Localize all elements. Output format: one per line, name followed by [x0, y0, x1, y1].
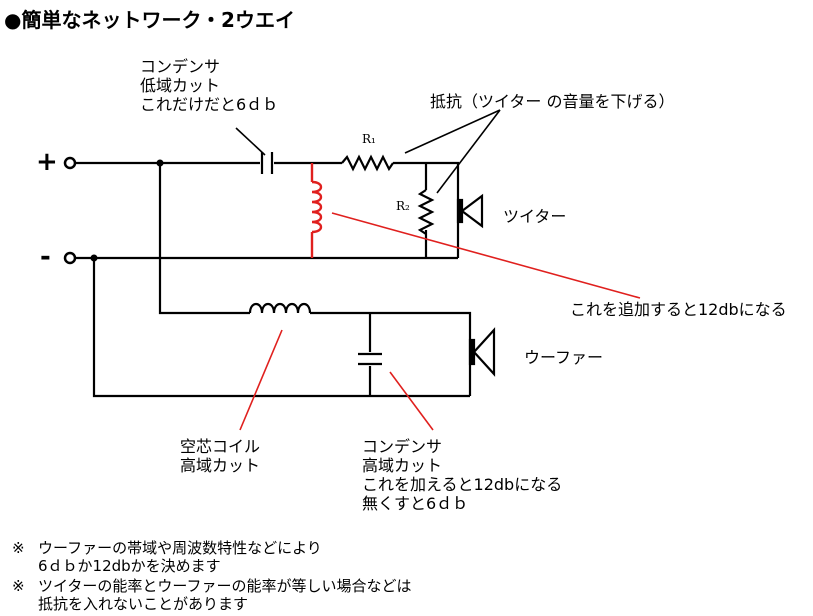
- junction-plus: [156, 159, 164, 167]
- r1-label: R₁: [362, 132, 376, 146]
- coil-bottom-label-2: 高域カット: [180, 456, 261, 475]
- plus-terminal: [63, 156, 77, 170]
- resistor-note: 抵抗（ツイター の音量を下げる）: [430, 92, 675, 111]
- coil-bottom-label-1: 空芯コイル: [180, 437, 261, 456]
- minus-terminal: [63, 251, 77, 265]
- note-2-line-1: ツイターの能率とウーファーの能率が等しい場合などは: [38, 577, 412, 595]
- capacitor-bottom-label-4: 無くすと6ｄｂ: [362, 494, 469, 513]
- leader-coil-l1: [331, 212, 641, 299]
- wire-woofer-feed: [158, 163, 250, 315]
- woofer-label: ウーファー: [524, 348, 604, 367]
- capacitor-bottom-label-1: コンデンサ: [362, 437, 443, 456]
- note-1-mark: ※: [12, 539, 25, 557]
- leader-coil-l2: [239, 329, 283, 431]
- tweeter-label: ツイター: [503, 207, 567, 226]
- capacitor-top-label-2: 低域カット: [140, 76, 221, 95]
- junction-minus: [90, 254, 98, 262]
- coil-red-note: これを追加すると12dbになる: [570, 300, 787, 319]
- r2-label: R₂: [396, 199, 410, 213]
- leader-capacitor-top: [235, 127, 266, 156]
- capacitor-c2: [358, 352, 382, 366]
- leader-r1: [404, 109, 501, 154]
- note-2-mark: ※: [12, 577, 25, 595]
- tweeter-speaker-icon: [456, 193, 484, 229]
- wire-l2-woofer: [310, 311, 472, 396]
- page-title: ●簡単なネットワーク・2ウエイ: [4, 8, 295, 32]
- note-1-line-2: 6ｄｂか12dbかを決めます: [38, 557, 221, 575]
- note-1-line-1: ウーファーの帯域や周波数特性などにより: [38, 539, 322, 557]
- wire-woofer-return: [92, 258, 470, 398]
- capacitor-c1: [260, 152, 274, 174]
- note-2-line-2: 抵抗を入れないことがあります: [38, 595, 249, 613]
- woofer-speaker-icon: [468, 327, 496, 377]
- resistor-r2: [417, 189, 435, 235]
- leader-r2: [436, 109, 501, 194]
- capacitor-top-label-3: これだけだと6ｄｂ: [140, 95, 279, 114]
- resistor-r1: [341, 154, 394, 172]
- capacitor-top-label-1: コンデンサ: [140, 57, 221, 76]
- coil-l2: [248, 302, 312, 314]
- minus-terminal-sign: -: [40, 242, 51, 272]
- plus-terminal-sign: +: [36, 147, 58, 177]
- capacitor-bottom-label-3: これを加えると12dbになる: [362, 475, 563, 494]
- coil-l1: [311, 180, 323, 234]
- wire-r1-tweeter: [393, 161, 460, 258]
- leader-capacitor-c2: [389, 371, 434, 431]
- capacitor-bottom-label-2: 高域カット: [362, 456, 443, 475]
